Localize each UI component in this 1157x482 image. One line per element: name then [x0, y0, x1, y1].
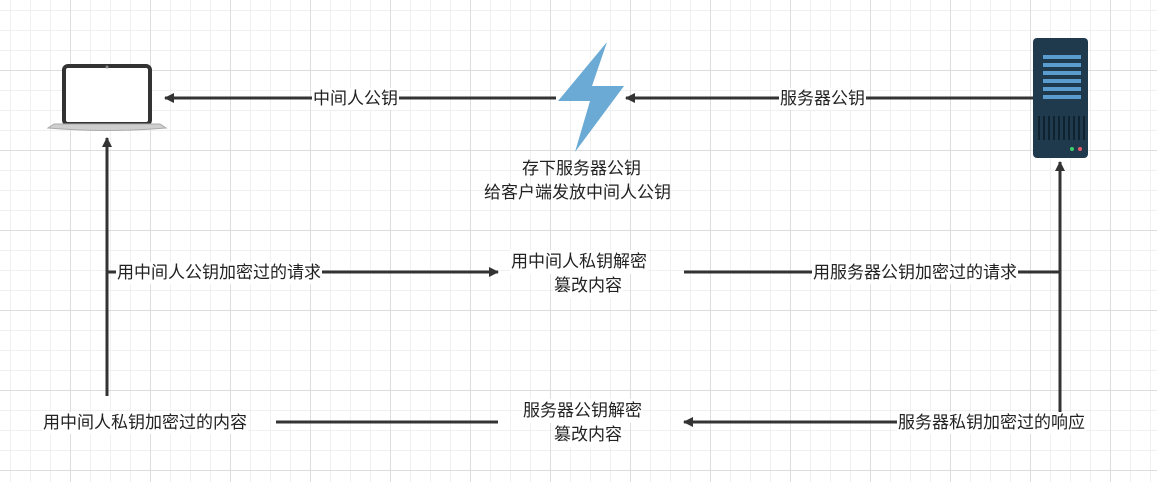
label-mitm-decrypt-response-1: 服务器公钥解密: [522, 399, 643, 423]
label-forwarded-request: 用服务器公钥加密过的请求: [812, 262, 1018, 284]
laptop-icon: [46, 64, 168, 131]
label-mitm-action-2: 给客户端发放中间人公钥: [484, 183, 671, 203]
arrow-mitm-request-to-server: [684, 161, 1065, 274]
label-mitm-pubkey: 中间人公钥: [312, 88, 399, 110]
label-server-pubkey: 服务器公钥: [779, 88, 866, 110]
server-icon: [1033, 38, 1088, 158]
label-server-response: 服务器私钥加密过的响应: [897, 412, 1086, 434]
label-mitm-decrypt-response-2: 篡改内容: [553, 423, 623, 447]
label-client-request: 用中间人公钥加密过的请求: [116, 262, 322, 284]
arrow-client-request-to-mitm: [105, 267, 499, 396]
label-mitm-action-1: 存下服务器公钥: [522, 159, 641, 179]
label-mitm-decrypt-request-2: 篡改内容: [553, 274, 623, 298]
label-forwarded-response: 用中间人私钥加密过的内容: [42, 412, 248, 434]
lightning-icon: [558, 42, 624, 152]
label-mitm-decrypt-request-1: 用中间人私钥解密: [510, 250, 648, 274]
